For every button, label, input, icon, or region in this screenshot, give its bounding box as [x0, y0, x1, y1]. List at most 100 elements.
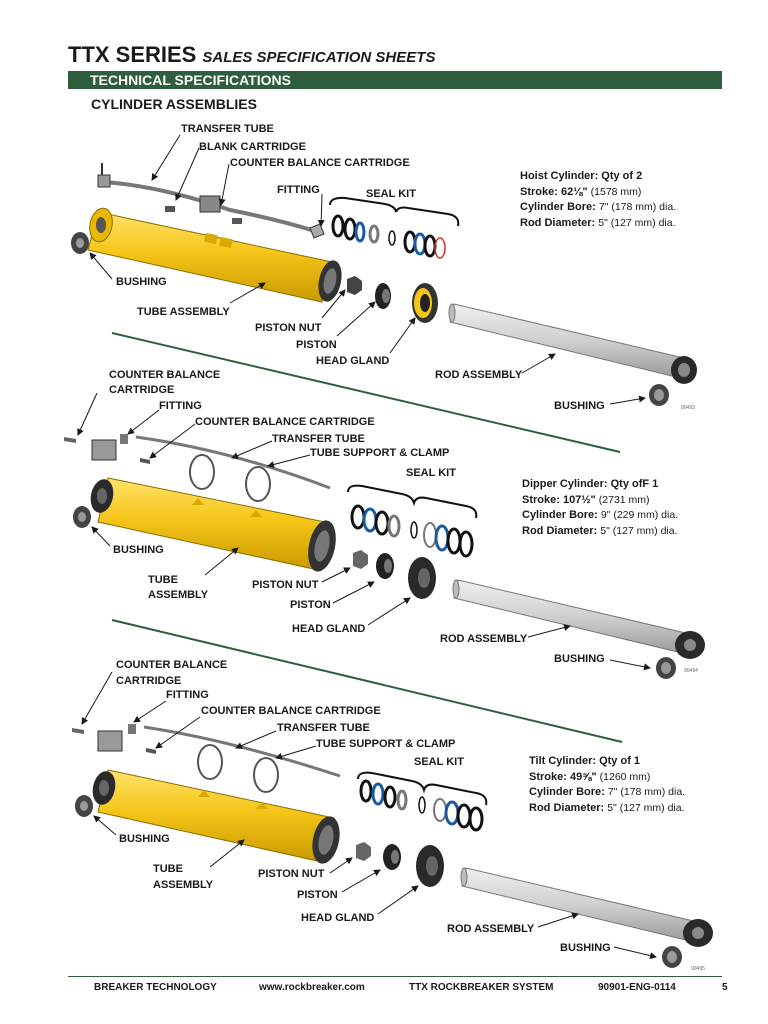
tilt-piston-nut	[356, 842, 371, 861]
tilt-cb-block	[72, 724, 156, 754]
label-fitting: FITTING	[159, 400, 202, 412]
section-heading: CYLINDER ASSEMBLIES	[91, 96, 257, 112]
label-seal-kit: SEAL KIT	[406, 467, 456, 479]
dipper-tube-clamps	[189, 454, 271, 502]
label-blank-cartridge: BLANK CARTRIDGE	[199, 141, 306, 153]
label-bushing: BUSHING	[554, 400, 605, 412]
tilt-seal-kit	[359, 779, 484, 832]
label-bushing: BUSHING	[119, 833, 170, 845]
figure-code: 90495	[691, 966, 705, 972]
dipper-bushing-left	[73, 506, 91, 528]
label-counter-balance: COUNTER BALANCE	[109, 369, 220, 381]
label-rod-assembly: ROD ASSEMBLY	[440, 633, 528, 645]
dipper-labels: COUNTER BALANCE CARTRIDGE FITTING COUNTE…	[109, 369, 698, 674]
label-assembly: ASSEMBLY	[153, 879, 214, 891]
hoist-bushing-right	[649, 384, 669, 406]
label-piston: PISTON	[290, 599, 331, 611]
label-head-gland: HEAD GLAND	[292, 623, 365, 635]
label-bushing: BUSHING	[116, 276, 167, 288]
footer-system: TTX ROCKBREAKER SYSTEM	[409, 982, 554, 993]
label-bushing: BUSHING	[113, 544, 164, 556]
spec-stroke-value: 49⅝"	[569, 770, 597, 783]
tilt-transfer-tube	[143, 725, 341, 778]
tilt-spec: Tilt Cylinder: Qty of 1 Stroke: 49⅝" (12…	[529, 754, 685, 816]
dipper-diagram	[64, 392, 705, 679]
label-fitting: FITTING	[166, 689, 209, 701]
spec-title: Dipper Cylinder: Qty ofF 1	[522, 478, 659, 490]
label-tube-assembly: TUBE ASSEMBLY	[137, 306, 230, 318]
spec-stroke-metric: (2731 mm)	[598, 493, 650, 506]
hoist-seal-kit	[331, 214, 446, 259]
tilt-tube-assembly	[92, 769, 340, 864]
label-piston: PISTON	[297, 889, 338, 901]
label-counter-balance-cartridge: COUNTER BALANCE CARTRIDGE	[201, 705, 381, 717]
label-tube-support-clamp: TUBE SUPPORT & CLAMP	[310, 447, 449, 459]
label-head-gland: HEAD GLAND	[316, 355, 389, 367]
spec-stroke-label: Stroke:	[520, 185, 558, 198]
label-seal-kit: SEAL KIT	[366, 188, 416, 200]
spec-title: Tilt Cylinder: Qty of 1	[529, 755, 641, 767]
label-cartridge: CARTRIDGE	[116, 675, 181, 687]
divider-2	[111, 619, 623, 743]
label-tube: TUBE	[148, 574, 178, 586]
spec-rod-label: Rod Diameter:	[520, 216, 596, 229]
tilt-bushing-right	[662, 946, 682, 968]
spec-rod-value: 5" (127 mm) dia.	[598, 216, 676, 229]
tilt-head-gland	[416, 845, 444, 887]
hoist-fittings	[97, 163, 325, 239]
hoist-tube-assembly	[87, 207, 342, 303]
series-subtitle: SALES SPECIFICATION SHEETS	[202, 49, 436, 66]
hoist-diagram	[71, 134, 697, 406]
label-tube-support-clamp: TUBE SUPPORT & CLAMP	[316, 738, 455, 750]
tilt-piston	[383, 844, 401, 870]
dipper-spec: Dipper Cylinder: Qty ofF 1 Stroke: 107½"…	[522, 477, 678, 539]
label-tube: TUBE	[153, 863, 183, 875]
spec-stroke-metric: (1260 mm)	[599, 770, 651, 783]
spec-stroke-value: 62⅛"	[560, 185, 588, 198]
hoist-head-gland	[412, 283, 438, 323]
tilt-tube-clamps	[197, 744, 279, 793]
spec-stroke-label: Stroke:	[522, 493, 560, 506]
spec-rod-value: 5" (127 mm) dia.	[607, 801, 685, 814]
section-banner: TECHNICAL SPECIFICATIONS	[68, 71, 722, 89]
dipper-rod-assembly	[452, 579, 705, 659]
spec-bore-label: Cylinder Bore:	[520, 201, 596, 213]
label-transfer-tube: TRANSFER TUBE	[181, 123, 274, 135]
label-bushing: BUSHING	[554, 653, 605, 665]
dipper-seal-kit-brace	[347, 484, 478, 519]
tilt-bushing-left	[75, 795, 93, 817]
label-transfer-tube: TRANSFER TUBE	[272, 433, 365, 445]
dipper-seal-kit	[350, 504, 474, 558]
label-rod-assembly: ROD ASSEMBLY	[435, 369, 523, 381]
page-title: TTX SERIES SALES SPECIFICATION SHEETS	[68, 42, 435, 68]
hoist-labels: TRANSFER TUBE BLANK CARTRIDGE COUNTER BA…	[116, 123, 695, 412]
dipper-piston-nut	[353, 550, 368, 569]
spec-title: Hoist Cylinder: Qty of 2	[520, 170, 643, 182]
footer-company: BREAKER TECHNOLOGY	[94, 982, 217, 993]
hoist-transfer-tube	[103, 180, 319, 234]
footer-url[interactable]: www.rockbreaker.com	[259, 982, 365, 993]
dipper-head-gland	[408, 557, 436, 599]
label-piston-nut: PISTON NUT	[252, 579, 319, 591]
label-cartridge: CARTRIDGE	[109, 384, 174, 396]
label-head-gland: HEAD GLAND	[301, 912, 374, 924]
dipper-tube-assembly	[90, 477, 336, 572]
tilt-diagram	[72, 671, 713, 968]
footer-rule	[68, 976, 722, 977]
label-counter-balance-cartridge: COUNTER BALANCE CARTRIDGE	[195, 416, 375, 428]
dipper-cb-block	[64, 434, 150, 464]
label-rod-assembly: ROD ASSEMBLY	[447, 923, 535, 935]
spec-bore-value: 7" (178 mm) dia.	[598, 201, 677, 213]
spec-rod-label: Rod Diameter:	[522, 524, 598, 537]
hoist-rod-assembly	[448, 303, 697, 384]
label-fitting: FITTING	[277, 184, 320, 196]
spec-stroke-label: Stroke:	[529, 770, 567, 783]
page-number: 5	[722, 982, 728, 993]
hoist-spec: Hoist Cylinder: Qty of 2 Stroke: 62⅛" (1…	[520, 169, 676, 231]
spec-rod-value: 5" (127 mm) dia.	[600, 524, 678, 537]
series-name: TTX SERIES	[68, 42, 197, 67]
hoist-piston	[375, 283, 391, 309]
hoist-piston-nut	[347, 276, 362, 295]
dipper-piston	[376, 553, 394, 579]
